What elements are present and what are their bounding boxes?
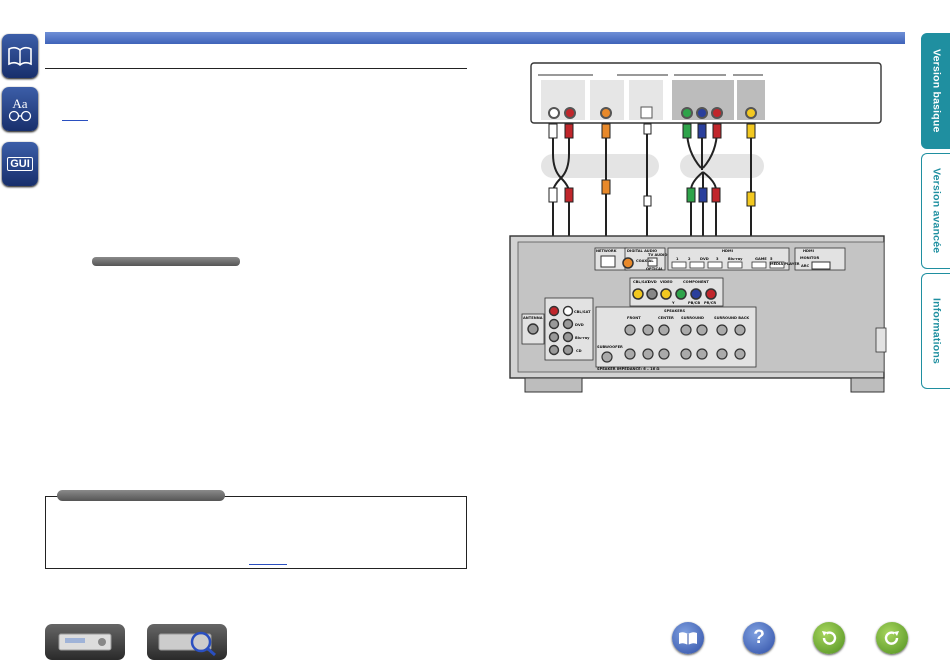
- tab-version-avancee[interactable]: Version avancée: [921, 153, 950, 269]
- label-pb: PB/CB: [688, 301, 700, 305]
- glossary-letters: Aa: [12, 95, 28, 111]
- label-component: COMPONENT: [683, 280, 709, 284]
- cable-group-audio: [541, 154, 659, 178]
- label-hdmi-3: 3: [716, 257, 719, 261]
- label-hdmi-2: 2: [688, 257, 691, 261]
- book-icon: [679, 632, 697, 645]
- label-audio-dvd: DVD: [575, 323, 584, 327]
- back-button[interactable]: [813, 622, 845, 654]
- label-subwoofer: SUBWOOFER: [597, 345, 623, 349]
- label-video-cbl-sat: CBL/SAT: [633, 280, 650, 284]
- note-box: [45, 496, 467, 569]
- cables: [552, 129, 752, 200]
- label-network: NETWORK: [596, 249, 617, 253]
- help-button[interactable]: ?: [743, 622, 775, 654]
- receiver-rear-panel: [509, 235, 887, 393]
- label-hdmi: HDMI: [722, 249, 733, 253]
- gui-icon-label: GUI: [7, 157, 33, 171]
- label-speaker-impedance: SPEAKER IMPEDANCE: 6 – 16 Ω: [597, 367, 659, 371]
- label-hdmi-5: 5: [770, 257, 773, 261]
- glossary-icon[interactable]: Aa: [2, 87, 38, 131]
- note-heading-bar: [57, 490, 225, 501]
- label-coaxial: COAXIAL: [636, 259, 654, 263]
- label-tv-audio: TV AUDIO: [648, 253, 667, 257]
- label-center: CENTER: [658, 316, 674, 320]
- tv-device-panel: [530, 62, 882, 124]
- label-surround: SURROUND: [681, 316, 704, 320]
- front-panel-view-button[interactable]: [45, 624, 125, 660]
- label-hdmi-bluray: Blu-ray: [728, 257, 743, 261]
- tab-informations[interactable]: Informations: [921, 273, 950, 389]
- label-audio-cbl-sat: CBL/SAT: [574, 310, 591, 314]
- tab-informations-label: Informations: [930, 298, 943, 364]
- manual-book-icon[interactable]: [2, 34, 38, 78]
- undo-icon: [822, 631, 837, 645]
- label-audio-bluray: Blu-ray: [575, 336, 590, 340]
- label-hdmi-monitor: HDMI: [803, 249, 814, 253]
- label-video: VIDEO: [660, 280, 673, 284]
- label-video-dvd: DVD: [648, 280, 657, 284]
- label-media-player: MEDIA PLAYER: [770, 262, 800, 266]
- tab-version-basique-label: Version basique: [930, 49, 943, 133]
- note-page-reference-link[interactable]: [249, 556, 287, 565]
- question-icon: ?: [753, 627, 765, 648]
- label-digital-audio: DIGITAL AUDIO: [627, 249, 657, 253]
- label-optical: OPTICAL: [646, 267, 664, 271]
- section-divider: [45, 68, 467, 69]
- label-monitor: MONITOR: [800, 256, 819, 260]
- label-audio-cd: CD: [576, 349, 582, 353]
- page-reference-link[interactable]: [62, 110, 88, 121]
- tab-version-basique[interactable]: Version basique: [921, 33, 950, 149]
- rear-panel-view-button[interactable]: [147, 624, 227, 660]
- contents-book-button[interactable]: [672, 622, 704, 654]
- label-arc: ARC: [801, 264, 810, 268]
- label-surround-back: SURROUND BACK: [714, 316, 749, 320]
- gui-icon[interactable]: GUI: [2, 142, 38, 186]
- label-hdmi-1: 1: [676, 257, 679, 261]
- label-hdmi-dvd: DVD: [700, 257, 709, 261]
- tab-version-avancee-label: Version avancée: [930, 168, 943, 254]
- connection-diagram: NETWORK DIGITAL AUDIO COAXIAL TV AUDIO O…: [509, 62, 887, 393]
- label-front: FRONT: [627, 316, 641, 320]
- subsection-heading-bar: [92, 257, 240, 266]
- section-header-bar: [45, 32, 905, 44]
- label-y: Y: [671, 301, 675, 305]
- label-antenna: ANTENNA: [523, 316, 543, 320]
- label-pr: PR/CR: [704, 301, 716, 305]
- redo-icon: [884, 631, 899, 645]
- label-speakers: SPEAKERS: [664, 309, 685, 313]
- forward-button[interactable]: [876, 622, 908, 654]
- label-hdmi-game: GAME: [755, 257, 767, 261]
